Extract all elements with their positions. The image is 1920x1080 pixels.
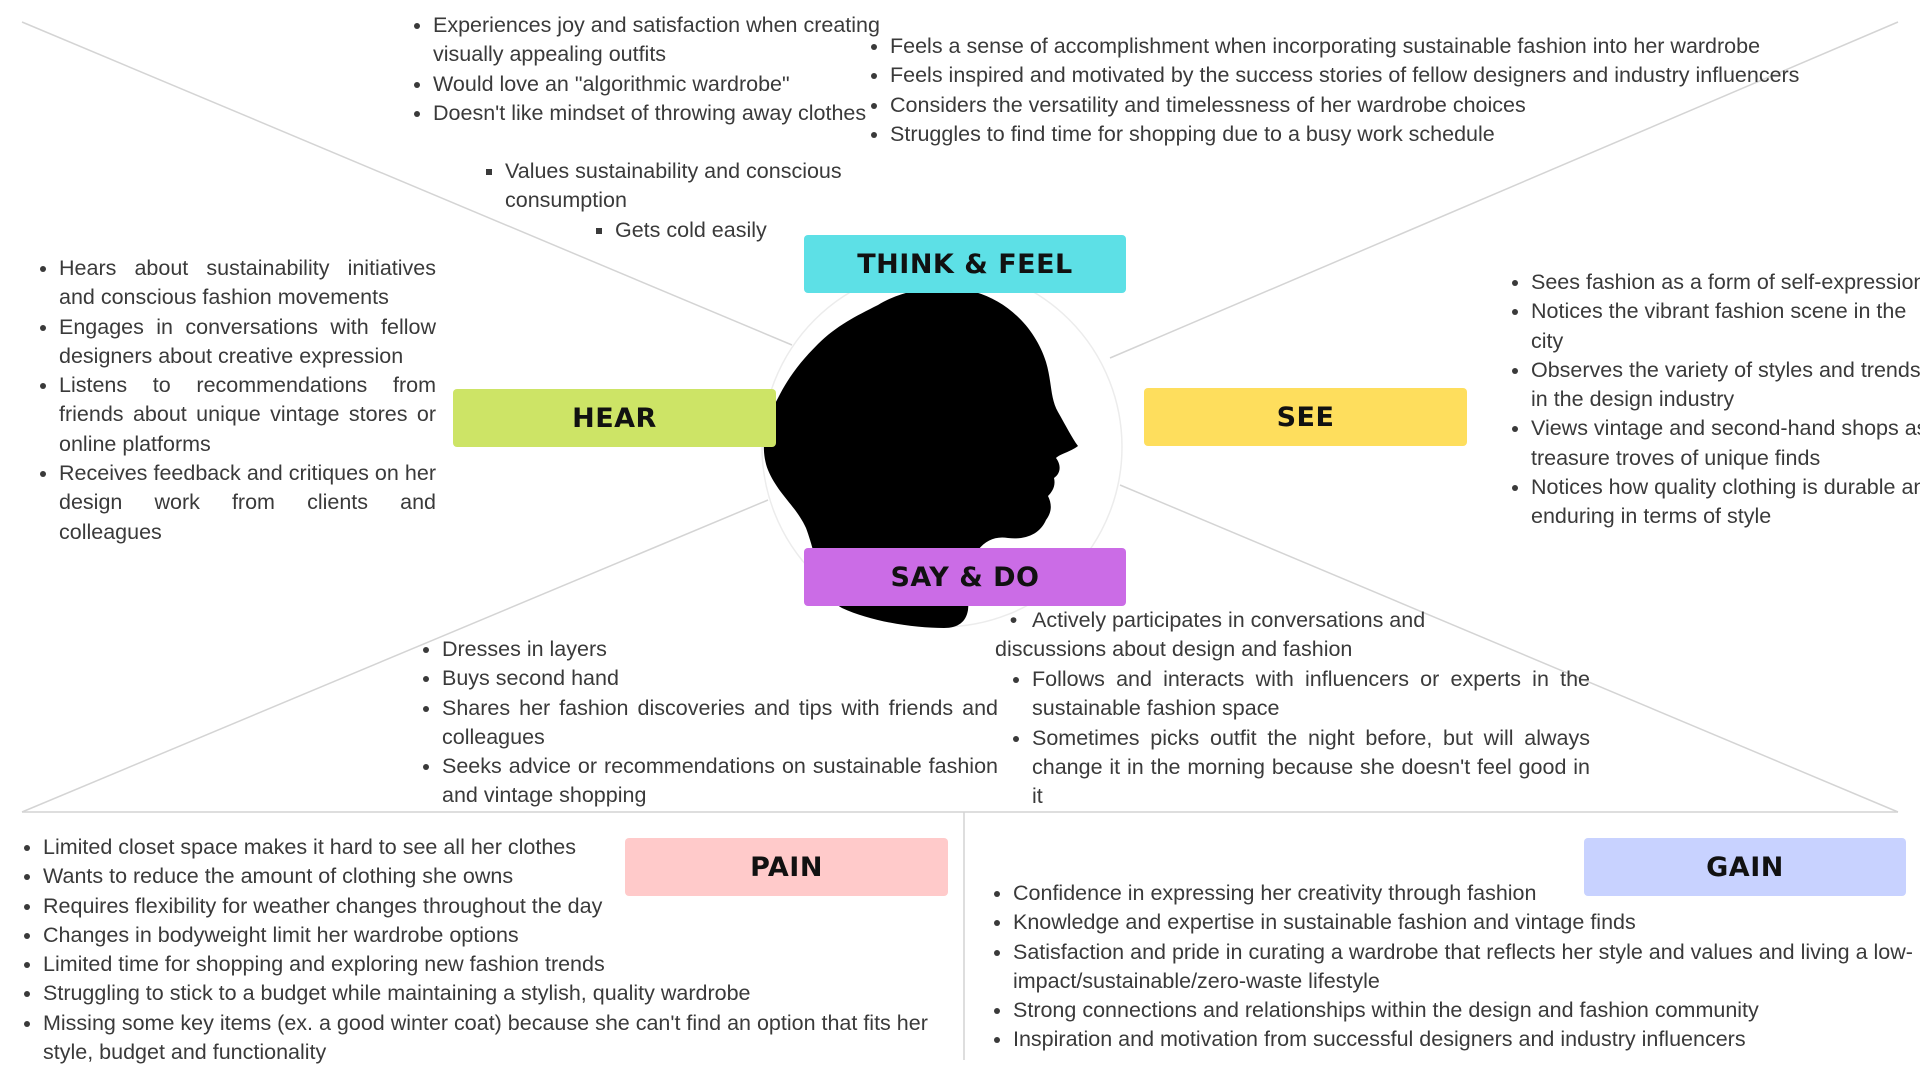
divider-top-left bbox=[21, 21, 793, 346]
list-item: Missing some key items (ex. a good winte… bbox=[43, 1009, 978, 1068]
list-item: Doesn't like mindset of throwing away cl… bbox=[433, 99, 885, 128]
divider-bottom-left bbox=[21, 499, 769, 813]
list-item: Sometimes picks outfit the night before,… bbox=[1032, 724, 1590, 812]
list-item: Dresses in layers bbox=[442, 635, 998, 664]
list-item: Limited time for shopping and exploring … bbox=[43, 950, 978, 979]
list-item: Confidence in expressing her creativity … bbox=[1013, 879, 1920, 908]
think-feel-right-list: Feels a sense of accomplishment when inc… bbox=[855, 32, 1820, 149]
list-item: Values sustainability and conscious cons… bbox=[505, 157, 885, 216]
pain-list: Limited closet space makes it hard to se… bbox=[8, 833, 978, 1067]
woman-silhouette-icon bbox=[763, 288, 1078, 628]
say-do-right-list: Follows and interacts with influencers o… bbox=[997, 665, 1590, 811]
list-item: Struggles to find time for shopping due … bbox=[890, 120, 1820, 149]
say-do-right-first: •Actively participates in conversations … bbox=[995, 606, 1465, 665]
think-feel-left-list: Experiences joy and satisfaction when cr… bbox=[398, 11, 885, 128]
see-list: Sees fashion as a form of self-expressio… bbox=[1496, 268, 1920, 532]
list-item: Satisfaction and pride in curating a war… bbox=[1013, 938, 1920, 997]
think-feel-subsublist: Gets cold easily bbox=[580, 216, 865, 245]
list-item: Inspiration and motivation from successf… bbox=[1013, 1025, 1920, 1054]
list-item: Notices the vibrant fashion scene in the… bbox=[1531, 297, 1920, 356]
list-item: Sees fashion as a form of self-expressio… bbox=[1531, 268, 1920, 297]
see-label: SEE bbox=[1144, 388, 1467, 446]
list-item: Feels a sense of accomplishment when inc… bbox=[890, 32, 1820, 61]
list-item: Engages in conversations with fellow des… bbox=[59, 313, 436, 372]
divider-bottom-right bbox=[1119, 484, 1899, 813]
bullet: • bbox=[1009, 608, 1018, 632]
divider-top-right bbox=[1109, 21, 1899, 359]
think-feel-label: THINK & FEEL bbox=[804, 235, 1126, 293]
say-do-right-first-text: Actively participates in conversations a… bbox=[995, 608, 1426, 662]
list-item: Notices how quality clothing is durable … bbox=[1531, 473, 1920, 532]
list-item: Changes in bodyweight limit her wardrobe… bbox=[43, 921, 978, 950]
think-feel-sublist: Values sustainability and conscious cons… bbox=[470, 157, 885, 216]
hear-label: HEAR bbox=[453, 389, 776, 447]
list-item: Struggling to stick to a budget while ma… bbox=[43, 979, 978, 1008]
list-item: Knowledge and expertise in sustainable f… bbox=[1013, 908, 1920, 937]
gain-list: Confidence in expressing her creativity … bbox=[978, 879, 1920, 1055]
list-item: Buys second hand bbox=[442, 664, 998, 693]
gain-label: GAIN bbox=[1584, 838, 1906, 896]
list-item: Requires flexibility for weather changes… bbox=[43, 892, 978, 921]
list-item: Views vintage and second-hand shops as t… bbox=[1531, 414, 1920, 473]
list-item: Wants to reduce the amount of clothing s… bbox=[43, 862, 978, 891]
hear-list: Hears about sustainability initiatives a… bbox=[24, 254, 436, 547]
list-item: Receives feedback and critiques on her d… bbox=[59, 459, 436, 547]
list-item: Would love an "algorithmic wardrobe" bbox=[433, 70, 885, 99]
list-item: Experiences joy and satisfaction when cr… bbox=[433, 11, 885, 70]
say-do-label: SAY & DO bbox=[804, 548, 1126, 606]
list-item: Limited closet space makes it hard to se… bbox=[43, 833, 978, 862]
list-item: Seeks advice or recommendations on susta… bbox=[442, 752, 998, 811]
list-item: Observes the variety of styles and trend… bbox=[1531, 356, 1920, 415]
list-item: Feels inspired and motivated by the succ… bbox=[890, 61, 1820, 90]
list-item: Follows and interacts with influencers o… bbox=[1032, 665, 1590, 724]
list-item: Listens to recommendations from friends … bbox=[59, 371, 436, 459]
list-item: Considers the versatility and timelessne… bbox=[890, 91, 1820, 120]
list-item: Strong connections and relationships wit… bbox=[1013, 996, 1920, 1025]
say-do-left-list: Dresses in layers Buys second hand Share… bbox=[407, 635, 998, 811]
list-item: Shares her fashion discoveries and tips … bbox=[442, 694, 998, 753]
list-item: Hears about sustainability initiatives a… bbox=[59, 254, 436, 313]
list-item: Gets cold easily bbox=[615, 216, 865, 245]
pain-label: PAIN bbox=[625, 838, 948, 896]
